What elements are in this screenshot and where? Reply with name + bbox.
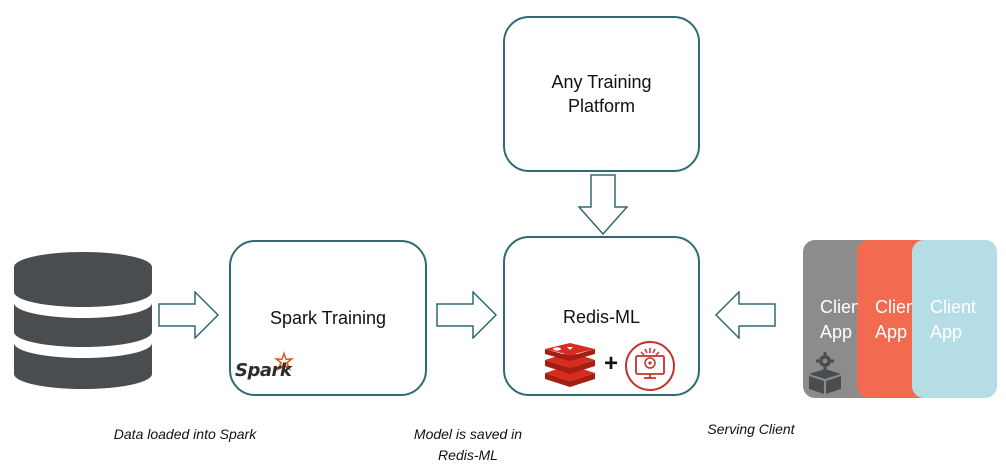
arrow-right-icon	[436, 291, 498, 339]
spark-star-icon	[274, 351, 294, 371]
arrow-right-icon	[158, 291, 220, 339]
arrow-down-icon	[578, 174, 628, 236]
serving-client-caption: Serving Client	[707, 421, 795, 437]
machine-learning-icon	[625, 341, 675, 391]
client-app-label-gray: Client App	[820, 297, 858, 342]
client-app-label-blue: Client App	[930, 297, 977, 342]
arrow-left-icon	[714, 291, 776, 339]
client-app-label-orange: Client App	[875, 297, 912, 342]
redis-logo-icon	[545, 343, 595, 387]
redis-ml-label: Redis-ML	[562, 307, 641, 327]
database-icon	[14, 252, 152, 389]
spark-training-label: Spark Training	[269, 307, 387, 328]
data-loaded-caption: Data loaded into Spark	[113, 426, 257, 442]
plus-sign: +	[604, 350, 619, 377]
model-saved-caption: Model is saved in Redis-ML	[413, 426, 523, 463]
any-training-platform-label: Any Training Platform	[551, 71, 652, 116]
any-training-platform-node: Any Training Platform	[503, 16, 700, 172]
spark-training-node: Spark Training	[229, 240, 427, 396]
package-box-icon	[809, 352, 841, 394]
spark-logo-text: Spark	[235, 360, 292, 381]
client-app-card-blue	[912, 240, 997, 398]
